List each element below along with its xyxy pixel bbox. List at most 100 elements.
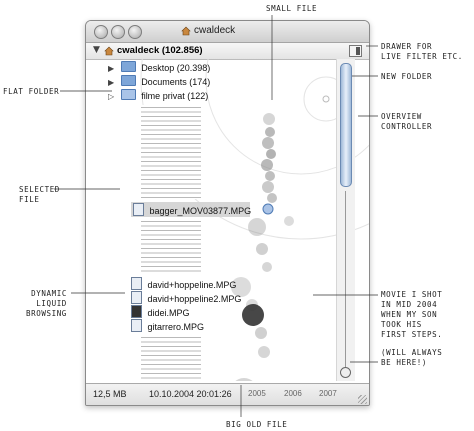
overview-scroll-thumb[interactable] xyxy=(340,63,352,187)
disclosure-triangle-icon[interactable]: ▶ xyxy=(108,64,115,73)
folder-label: filme privat (122) xyxy=(141,91,209,101)
minimize-button[interactable] xyxy=(111,25,125,39)
compressed-file-list-upper xyxy=(141,105,201,199)
file-bubble xyxy=(263,113,275,125)
overview-track-line xyxy=(345,191,346,371)
file-row[interactable]: david+hoppeline.MPG xyxy=(131,277,236,290)
home-icon xyxy=(104,46,114,56)
callout-small-file: small file xyxy=(266,4,318,13)
movie-file-icon xyxy=(131,319,142,332)
file-bubble xyxy=(248,218,266,236)
callout-movie-line-2: in mid 2004 xyxy=(381,300,438,309)
callout-overview-controller: overview controller xyxy=(381,112,432,132)
file-bubble xyxy=(266,149,276,159)
file-bubble xyxy=(231,277,251,297)
home-icon xyxy=(181,26,191,36)
callout-flat-folder: flat folder xyxy=(3,87,60,96)
callout-movie-line-1: movie I shot xyxy=(381,290,443,299)
file-list: ▶ Desktop (20.398) ▶ Documents (174) ▷ f… xyxy=(86,59,251,381)
callout-drawer-line-1: drawer for xyxy=(381,42,433,51)
folder-icon xyxy=(120,89,136,100)
folder-row-documents[interactable]: ▶ Documents (174) xyxy=(108,75,210,88)
file-row[interactable]: david+hoppeline2.MPG xyxy=(131,291,241,304)
file-label: david+hoppeline.MPG xyxy=(147,280,237,290)
movie-file-icon xyxy=(131,277,142,290)
new-folder-marker xyxy=(322,95,330,103)
file-bubble xyxy=(265,127,275,137)
resize-grip-icon[interactable] xyxy=(358,395,367,404)
drawer-toggle-button[interactable] xyxy=(349,45,362,57)
year-axis-label: 2005 xyxy=(248,389,266,398)
callout-overview-line-1: overview xyxy=(381,112,422,121)
callout-always-line-1: (will always xyxy=(381,348,443,357)
callout-dynamic-line-2: liquid xyxy=(36,299,67,308)
file-bubble xyxy=(284,216,294,226)
disclosure-triangle-icon[interactable]: ▼ xyxy=(93,45,100,55)
file-bubble-big-old xyxy=(235,378,253,381)
callout-movie-line-5: first steps. xyxy=(381,330,443,339)
orbit-ring-medium xyxy=(205,59,369,175)
callout-selected-line-1: selected xyxy=(19,185,60,194)
overview-controller[interactable] xyxy=(336,59,355,381)
file-row[interactable]: gitarrero.MPG xyxy=(131,319,204,332)
folder-label: Desktop (20.398) xyxy=(141,63,211,73)
file-bubble xyxy=(262,181,274,193)
file-row-selected[interactable]: bagger_MOV03877.MPG xyxy=(131,202,252,217)
compressed-file-list-lower xyxy=(141,335,201,379)
window-title: cwaldeck xyxy=(194,25,236,36)
status-size: 12,5 MB xyxy=(93,389,127,399)
zoom-button[interactable] xyxy=(128,25,142,39)
folder-label: Documents (174) xyxy=(141,77,211,87)
finder-window: cwaldeck ▼ cwaldeck (102.856) xyxy=(85,20,370,406)
title-bar[interactable]: cwaldeck xyxy=(86,21,369,43)
callout-overview-line-2: controller xyxy=(381,122,433,131)
movie-file-icon xyxy=(133,203,144,216)
folder-icon xyxy=(120,75,136,86)
status-bar: 12,5 MB 10.10.2004 20:01:26 2005 2006 20… xyxy=(86,383,369,405)
callout-big-old-file: big old file xyxy=(226,420,288,429)
callout-movie-line-3: when my son xyxy=(381,310,438,319)
overview-graphic xyxy=(140,59,369,381)
overview-end-knob[interactable] xyxy=(340,367,351,378)
callout-drawer: drawer for live filter etc. xyxy=(381,42,463,62)
movie-file-icon xyxy=(131,305,142,318)
callout-dynamic-line-1: dynamic xyxy=(31,289,67,298)
compressed-file-list-middle xyxy=(141,219,201,273)
file-bubble-selected xyxy=(262,203,274,215)
disclosure-triangle-outline-icon[interactable]: ▷ xyxy=(108,92,115,101)
callout-selected-file: selected file xyxy=(19,185,60,205)
file-label: gitarrero.MPG xyxy=(147,322,205,332)
folder-row-filme-privat[interactable]: ▷ filme privat (122) xyxy=(108,89,208,102)
file-label: bagger_MOV03877.MPG xyxy=(149,206,252,216)
callout-selected-line-2: file xyxy=(19,195,40,204)
callout-movie-line-4: took his xyxy=(381,320,422,329)
status-date: 10.10.2004 20:01:26 xyxy=(149,389,232,399)
file-label: didei.MPG xyxy=(147,308,190,318)
folder-icon xyxy=(120,61,136,72)
movie-file-icon xyxy=(131,291,142,304)
file-bubble xyxy=(258,346,270,358)
path-label[interactable]: cwaldeck (102.856) xyxy=(117,45,203,56)
file-bubble xyxy=(262,137,274,149)
file-bubble xyxy=(267,193,277,203)
callout-dynamic-line-3: browsing xyxy=(26,309,67,318)
path-bar: ▼ cwaldeck (102.856) xyxy=(86,43,369,60)
file-row-active[interactable]: didei.MPG xyxy=(131,305,190,318)
year-axis-label: 2006 xyxy=(284,389,302,398)
file-bubble xyxy=(262,262,272,272)
file-bubble xyxy=(255,327,267,339)
callout-always-line-2: be here!) xyxy=(381,358,428,367)
disclosure-triangle-icon[interactable]: ▶ xyxy=(108,78,115,87)
file-bubble xyxy=(265,171,275,181)
callout-new-folder: new folder xyxy=(381,72,433,81)
file-bubble-active xyxy=(242,304,264,326)
callout-drawer-line-2: live filter etc. xyxy=(381,52,463,61)
file-label: david+hoppeline2.MPG xyxy=(147,294,242,304)
file-bubble xyxy=(261,159,273,171)
callout-dynamic-liquid: dynamic liquid browsing xyxy=(26,289,67,319)
file-bubble xyxy=(256,243,268,255)
folder-row-desktop[interactable]: ▶ Desktop (20.398) xyxy=(108,61,210,74)
close-button[interactable] xyxy=(94,25,108,39)
year-axis-label: 2007 xyxy=(319,389,337,398)
callout-movie-note: movie I shot in mid 2004 when my son too… xyxy=(381,290,442,368)
